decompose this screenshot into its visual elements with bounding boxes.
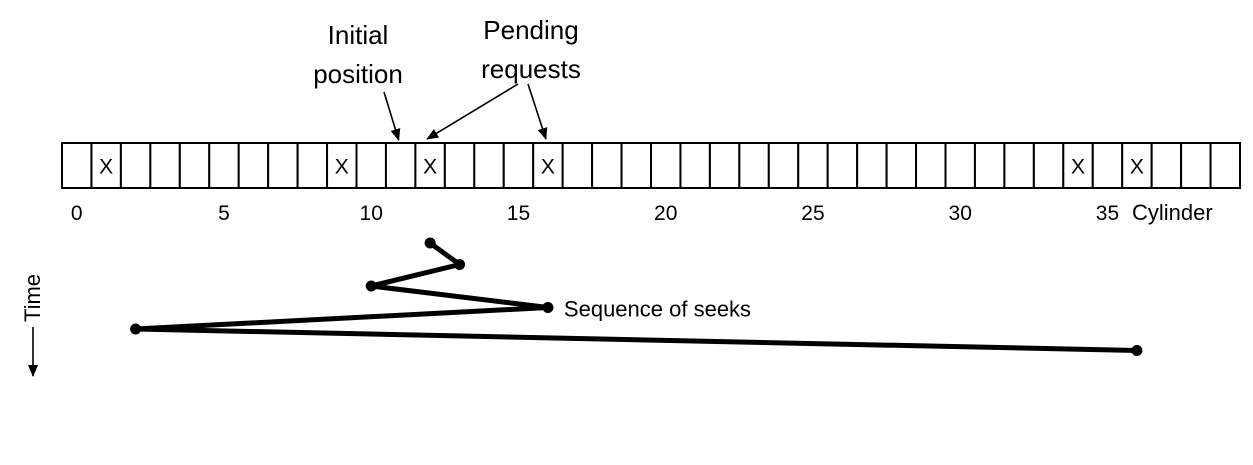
cylinder-tick-label: 10 — [360, 202, 383, 225]
cylinder-cell — [208, 142, 240, 189]
time-label: Time — [20, 274, 45, 322]
pending-request-mark: X — [1130, 156, 1144, 179]
initial-position-callout: Initial position — [313, 20, 403, 141]
initial-position-arrow — [383, 91, 401, 141]
pending-requests-label-line2: requests — [481, 54, 581, 84]
time-axis: Time — [20, 274, 45, 377]
cylinder-cell — [267, 142, 299, 189]
pending-request-mark: X — [335, 156, 349, 179]
cylinder-cell — [237, 142, 270, 189]
cylinder-cell — [1209, 142, 1242, 189]
cylinder-cell — [561, 142, 594, 189]
cylinder-strip — [61, 142, 1242, 189]
cylinder-tick-label: 35 — [1096, 202, 1119, 225]
cylinder-cell — [650, 142, 682, 189]
cylinder-cell — [384, 142, 417, 189]
cylinder-cell — [90, 142, 122, 189]
cylinder-cell — [915, 142, 947, 189]
cylinder-cell — [355, 142, 387, 189]
cylinder-cell — [326, 142, 358, 189]
pending-request-mark: X — [423, 156, 437, 179]
cylinder-cell — [149, 142, 181, 189]
cylinder-cell — [1150, 142, 1183, 189]
cylinder-tick-label: 15 — [507, 202, 530, 225]
cylinder-cell — [1062, 142, 1094, 189]
cylinder-cell — [443, 142, 476, 189]
cylinder-tick-label: 0 — [71, 202, 83, 225]
sequence-of-seeks-label: Sequence of seeks — [564, 297, 751, 322]
pending-requests-label-line1: Pending — [483, 15, 578, 45]
cylinder-cell — [973, 142, 1006, 189]
cylinder-cell — [826, 142, 859, 189]
seek-point — [542, 302, 554, 313]
cylinder-cell — [885, 142, 918, 189]
pending-request-mark: X — [541, 156, 555, 179]
seek-path — [135, 240, 1137, 353]
cylinder-tick-label: 25 — [801, 202, 824, 225]
cylinder-cell — [296, 142, 329, 189]
cylinder-cell — [1180, 142, 1212, 189]
seek-point — [130, 323, 142, 335]
cylinder-cell — [473, 142, 505, 189]
cylinder-cell — [119, 142, 152, 189]
cylinder-cell — [679, 142, 711, 189]
cylinder-cell — [797, 142, 829, 189]
seek-point — [1131, 345, 1143, 356]
cylinder-cell — [1032, 142, 1065, 189]
cylinder-cell — [944, 142, 976, 189]
pending-requests-callout: Pending requests — [426, 15, 581, 140]
seek-point — [365, 280, 377, 292]
cylinder-cell — [767, 142, 800, 189]
cylinder-cell — [61, 142, 93, 189]
cylinder-tick-label: 20 — [654, 202, 677, 225]
pending-requests-arrow-right — [527, 83, 548, 140]
cylinder-cell — [1091, 142, 1124, 189]
cylinder-cell — [708, 142, 741, 189]
cylinder-cell — [502, 142, 535, 189]
cylinder-cell — [856, 142, 888, 189]
cylinder-cell — [738, 142, 770, 189]
pending-requests-arrow-left — [426, 83, 519, 140]
pending-request-mark: X — [99, 156, 113, 179]
initial-position-label-line1: Initial — [328, 20, 389, 50]
cylinder-cell — [1003, 142, 1035, 189]
initial-position-label-line2: position — [313, 59, 403, 89]
cylinder-tick-label: 30 — [949, 202, 972, 225]
pending-request-mark: X — [1071, 156, 1085, 179]
cylinder-cell — [414, 142, 446, 189]
cylinder-cell — [178, 142, 211, 189]
cylinder-cell — [620, 142, 652, 189]
cylinder-tick-labels: 0 5 10 15 20 25 30 35 — [71, 202, 1119, 225]
cylinder-tick-label: 5 — [218, 202, 230, 225]
seek-point — [424, 237, 436, 249]
seek-point — [454, 259, 466, 270]
cylinder-axis-label: Cylinder — [1132, 200, 1213, 225]
seek-points — [130, 237, 1143, 356]
cylinder-cell — [591, 142, 623, 189]
